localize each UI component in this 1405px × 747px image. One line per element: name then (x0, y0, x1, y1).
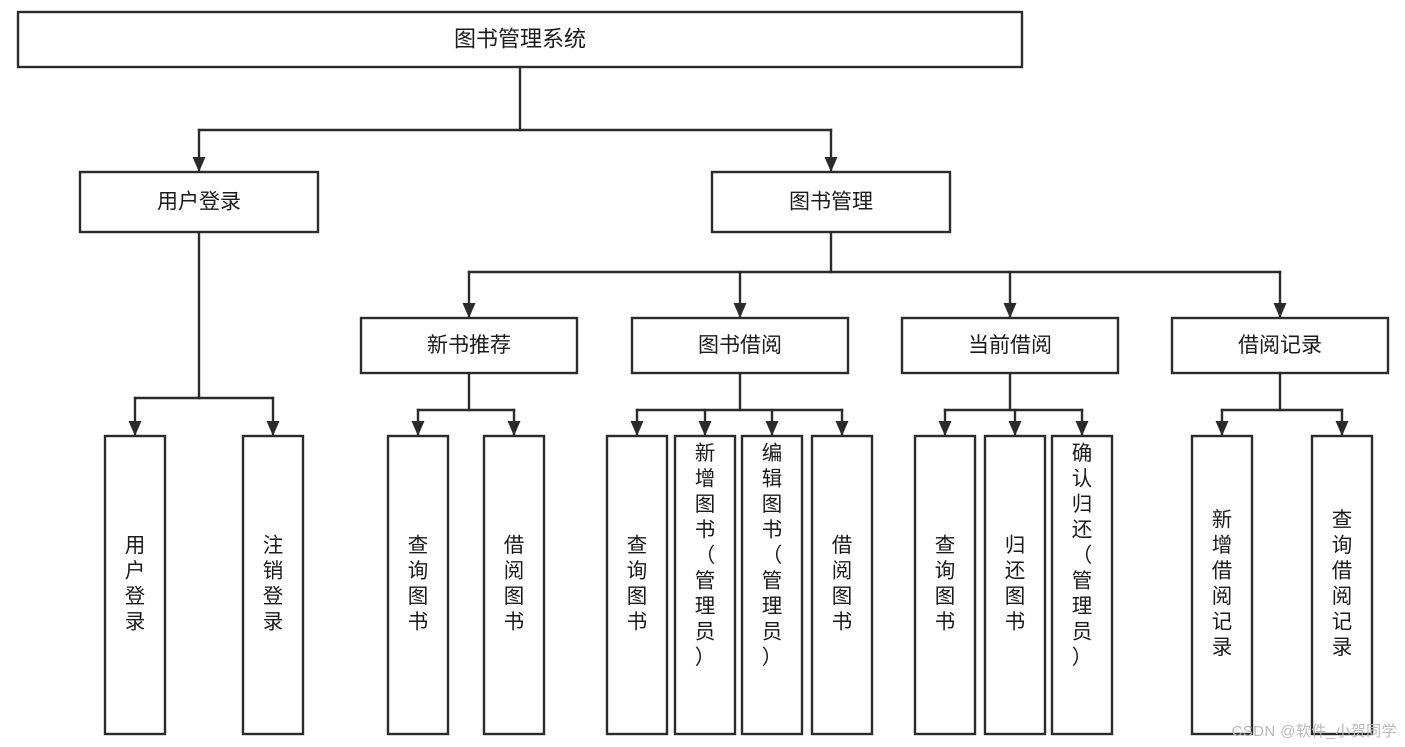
node-rect (740, 434, 804, 736)
watermark: CSDN @软件_小贺同学 (1231, 723, 1397, 740)
node-label: 借阅图书 (504, 534, 525, 634)
level2-node-1[interactable]: 图书管理 (710, 170, 952, 234)
arrow-head-icon (835, 421, 849, 436)
arrow-head-icon (1273, 303, 1287, 318)
arrow-head-icon (1003, 303, 1017, 318)
node-rect (78, 170, 320, 234)
node-label: 新增借阅记录 (1212, 508, 1233, 659)
leaf-node[interactable]: 注销登录 (241, 434, 305, 736)
node-rect (103, 434, 167, 736)
leaf-node[interactable]: 新增借阅记录 (1190, 434, 1254, 736)
node-layer: 图书管理系统用户登录图书管理新书推荐图书借阅当前借阅借阅记录用户登录注销登录查询… (16, 10, 1390, 736)
node-label: 图书借阅 (698, 334, 782, 357)
node-label: 注销登录 (263, 534, 284, 634)
node-rect (810, 434, 874, 736)
node-rect (900, 316, 1120, 375)
node-label: 用户登录 (157, 191, 241, 214)
node-label: 归还图书 (1005, 534, 1026, 634)
leaf-node[interactable]: 用户登录 (103, 434, 167, 736)
level3-node-1[interactable]: 图书借阅 (630, 316, 850, 375)
arrow-head-icon (192, 157, 206, 172)
leaf-node[interactable]: 归还图书 (983, 434, 1047, 736)
node-label: 图书管理系统 (454, 26, 586, 51)
arrow-head-icon (733, 303, 747, 318)
node-rect (1170, 316, 1390, 375)
arrow-head-icon (1335, 421, 1349, 436)
node-rect (386, 434, 450, 736)
leaf-node[interactable]: 查询图书 (605, 434, 669, 736)
level2-node-0[interactable]: 用户登录 (78, 170, 320, 234)
connector-group (462, 230, 1287, 320)
node-label: 查询图书 (408, 534, 429, 634)
arrow-head-icon (1215, 421, 1229, 436)
connector-group (128, 230, 280, 438)
node-rect (1050, 434, 1114, 736)
root-node[interactable]: 图书管理系统 (16, 10, 1024, 69)
arrow-head-icon (507, 421, 521, 436)
leaf-node[interactable]: 借阅图书 (482, 434, 546, 736)
leaf-node[interactable]: 新增图书（管理员） (673, 434, 737, 736)
node-label: 确认归还（管理员） (1072, 442, 1093, 669)
leaf-node[interactable]: 查询图书 (913, 434, 977, 736)
node-label: 新书推荐 (427, 334, 511, 357)
level3-node-3[interactable]: 借阅记录 (1170, 316, 1390, 375)
connector-group (192, 65, 838, 174)
arrow-head-icon (1008, 421, 1022, 436)
arrow-head-icon (698, 421, 712, 436)
level3-node-0[interactable]: 新书推荐 (359, 316, 579, 375)
arrow-head-icon (630, 421, 644, 436)
node-rect (673, 434, 737, 736)
connector-group (938, 371, 1089, 438)
leaf-node[interactable]: 借阅图书 (810, 434, 874, 736)
arrow-head-icon (765, 421, 779, 436)
node-rect (1310, 434, 1374, 736)
connector-layer (128, 65, 1349, 438)
arrow-head-icon (411, 421, 425, 436)
node-rect (359, 316, 579, 375)
node-label: 用户登录 (125, 534, 146, 634)
arrow-head-icon (1075, 421, 1089, 436)
connector-group (411, 371, 521, 438)
leaf-node[interactable]: 确认归还（管理员） (1050, 434, 1114, 736)
node-rect (482, 434, 546, 736)
node-label: 编辑图书（管理员） (762, 442, 783, 669)
node-label: 新增图书（管理员） (695, 442, 716, 669)
connector-group (630, 371, 849, 438)
node-label: 借阅记录 (1238, 334, 1322, 357)
node-rect (630, 316, 850, 375)
node-rect (16, 10, 1024, 69)
node-label: 查询图书 (935, 534, 956, 634)
arrow-head-icon (462, 303, 476, 318)
arrow-head-icon (266, 421, 280, 436)
leaf-node[interactable]: 查询借阅记录 (1310, 434, 1374, 736)
level3-node-2[interactable]: 当前借阅 (900, 316, 1120, 375)
node-rect (241, 434, 305, 736)
arrow-head-icon (824, 157, 838, 172)
arrow-head-icon (128, 421, 142, 436)
node-rect (913, 434, 977, 736)
node-label: 查询图书 (627, 534, 648, 634)
node-label: 图书管理 (789, 191, 873, 214)
leaf-node[interactable]: 查询图书 (386, 434, 450, 736)
leaf-node[interactable]: 编辑图书（管理员） (740, 434, 804, 736)
node-label: 当前借阅 (968, 334, 1052, 357)
node-rect (710, 170, 952, 234)
node-label: 查询借阅记录 (1332, 508, 1353, 659)
node-rect (983, 434, 1047, 736)
node-rect (1190, 434, 1254, 736)
arrow-head-icon (938, 421, 952, 436)
node-label: 借阅图书 (832, 534, 853, 634)
node-rect (605, 434, 669, 736)
connector-group (1215, 371, 1349, 438)
